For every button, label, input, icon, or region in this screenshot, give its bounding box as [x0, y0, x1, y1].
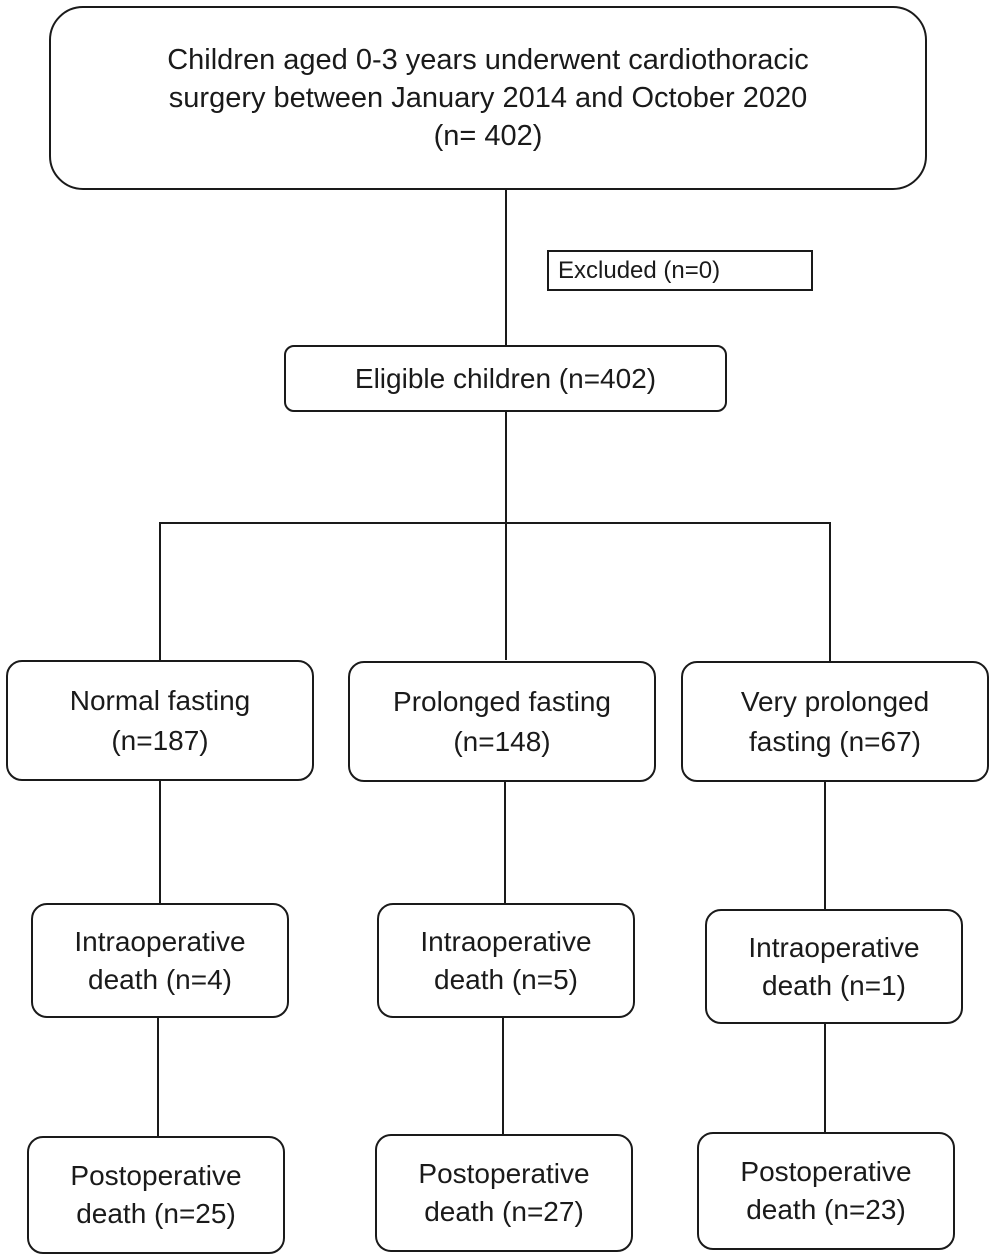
normal-fasting-box: Normal fasting (n=187): [6, 660, 314, 781]
prolonged-postoperative-line-2: death (n=27): [424, 1196, 584, 1227]
very-prolonged-intraoperative-line-1: Intraoperative: [748, 931, 920, 963]
normal-intraoperative-death-box: Intraoperative death (n=4): [31, 903, 289, 1018]
eligible-label: Eligible children (n=402): [354, 362, 657, 394]
excluded-label: Excluded (n=0): [558, 256, 721, 284]
very-prolonged-intraoperative-line-2: death (n=1): [762, 969, 906, 1001]
normal-postoperative-line-2: death (n=25): [76, 1198, 236, 1229]
cohort-box: Children aged 0-3 years underwent cardio…: [49, 6, 927, 190]
prolonged-fasting-box: Prolonged fasting (n=148): [348, 661, 656, 782]
prolonged-intraoperative-line-1: Intraoperative: [420, 925, 592, 957]
cohort-line-2: surgery between January 2014 and October…: [168, 82, 808, 114]
normal-postoperative-line-1: Postoperative: [70, 1160, 242, 1191]
very-prolonged-fasting-line-1: Very prolonged: [740, 685, 930, 717]
normal-fasting-line-1: Normal fasting: [69, 684, 251, 716]
prolonged-intraoperative-line-2: death (n=5): [434, 963, 578, 995]
prolonged-intraoperative-death-box: Intraoperative death (n=5): [377, 903, 635, 1018]
very-prolonged-postoperative-death-box: Postoperative death (n=23): [697, 1132, 955, 1250]
prolonged-fasting-line-1: Prolonged fasting: [393, 685, 611, 717]
very-prolonged-fasting-line-2: fasting (n=67): [749, 725, 921, 757]
normal-postoperative-death-box: Postoperative death (n=25): [27, 1136, 285, 1254]
normal-intraoperative-line-1: Intraoperative: [74, 925, 246, 957]
prolonged-postoperative-death-box: Postoperative death (n=27): [375, 1134, 633, 1252]
prolonged-postoperative-line-1: Postoperative: [418, 1158, 590, 1189]
very-prolonged-postoperative-line-1: Postoperative: [740, 1156, 912, 1187]
cohort-line-3: (n= 402): [433, 120, 543, 152]
eligible-box: Eligible children (n=402): [284, 345, 727, 412]
cohort-line-1: Children aged 0-3 years underwent cardio…: [167, 44, 809, 76]
normal-intraoperative-line-2: death (n=4): [88, 963, 232, 995]
prolonged-fasting-line-2: (n=148): [453, 725, 551, 757]
normal-fasting-line-2: (n=187): [111, 724, 209, 756]
very-prolonged-postoperative-line-2: death (n=23): [746, 1194, 906, 1225]
very-prolonged-fasting-box: Very prolonged fasting (n=67): [681, 661, 989, 782]
very-prolonged-intraoperative-death-box: Intraoperative death (n=1): [705, 909, 963, 1024]
excluded-box: Excluded (n=0): [547, 250, 813, 291]
